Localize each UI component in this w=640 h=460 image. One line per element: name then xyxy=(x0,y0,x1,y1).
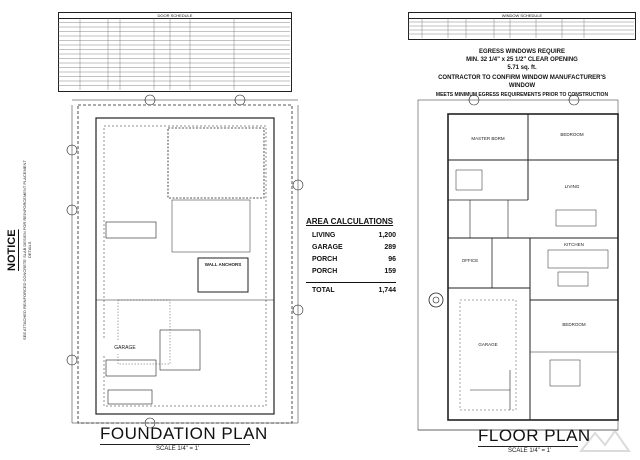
egress-note: EGRESS WINDOWS REQUIRE MIN. 32 1/4" x 25… xyxy=(432,48,612,99)
foundation-plan-underline xyxy=(100,444,250,445)
watermark-logo-icon xyxy=(578,429,631,452)
foundation-plan-title: FOUNDATION PLAN xyxy=(100,424,268,443)
foundation-garage-label: GARAGE xyxy=(114,345,136,351)
foundation-plan-scale: SCALE 1/4" = 1' xyxy=(156,446,200,452)
room-bedroom-top: BEDROOM xyxy=(560,132,584,137)
room-bedroom: BEDROOM xyxy=(562,322,586,327)
wall-anchors-label: WALL ANCHORS xyxy=(205,262,242,267)
floor-plan-scale: SCALE 1/4" = 1' xyxy=(508,448,552,454)
window-schedule-title: WINDOW SCHEDULE xyxy=(409,13,635,19)
area-calculations-title: AREA CALCULATIONS xyxy=(306,217,394,226)
egress-line-4: CONTRACTOR TO CONFIRM WINDOW MANUFACTURE… xyxy=(438,75,606,89)
room-master: MASTER BDRM xyxy=(471,136,505,141)
floor-plan-underline xyxy=(478,446,578,447)
room-kitchen: KITCHEN xyxy=(564,242,584,247)
egress-line-1: EGRESS WINDOWS REQUIRE xyxy=(478,49,565,55)
area-total-rule xyxy=(306,282,396,283)
floor-plan-title: FLOOR PLAN xyxy=(478,426,591,445)
foundation-plan-drawing xyxy=(66,94,304,429)
room-garage: GARAGE xyxy=(478,342,497,347)
door-schedule-table: DOOR SCHEDULE xyxy=(58,12,292,92)
room-office: OFFICE xyxy=(462,258,479,263)
door-schedule-title: DOOR SCHEDULE xyxy=(59,13,291,19)
egress-line-2: MIN. 32 1/4" x 25 1/2" CLEAR OPENING xyxy=(466,57,578,63)
room-living: LIVING xyxy=(565,184,580,189)
floor-plan-drawing xyxy=(417,94,619,431)
egress-line-5: MEETS MINIMUM EGRESS REQUIREMENTS PRIOR … xyxy=(435,92,609,98)
egress-line-3: 5.71 sq. ft. xyxy=(507,65,537,71)
